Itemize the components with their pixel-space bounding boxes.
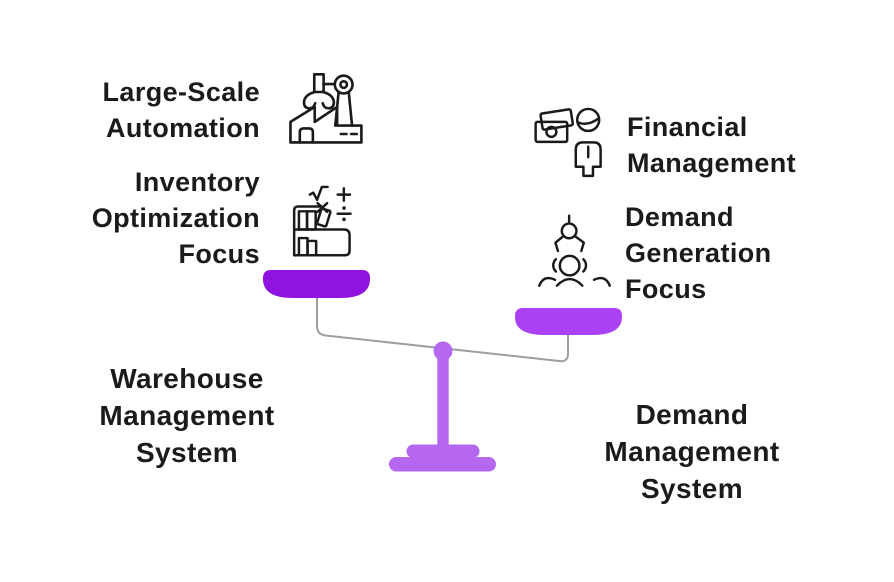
feature-line: Optimization bbox=[91, 203, 260, 233]
feature-line: Focus bbox=[625, 274, 707, 304]
system-line: System bbox=[640, 473, 743, 504]
feature-label-large-scale-automation: Large-Scale Automation bbox=[0, 74, 260, 146]
inventory-shelf-calculation-icon bbox=[276, 173, 362, 263]
system-line: Management bbox=[99, 400, 275, 431]
feature-line: Generation bbox=[625, 238, 772, 268]
feature-line: Financial bbox=[627, 112, 748, 142]
feature-label-inventory-optimization-focus: Inventory Optimization Focus bbox=[0, 164, 260, 272]
right-scale-pan bbox=[515, 308, 622, 335]
feature-line: Inventory bbox=[134, 167, 260, 197]
system-label-demand-management-system: Demand Management System bbox=[542, 396, 842, 507]
claw-crowd-icon bbox=[531, 205, 619, 293]
left-scale-pan bbox=[263, 270, 370, 298]
scale-pivot bbox=[433, 341, 453, 361]
system-line: System bbox=[135, 437, 238, 468]
robotic-arm-factory-icon bbox=[283, 61, 367, 151]
feature-line: Automation bbox=[106, 113, 260, 143]
money-person-icon bbox=[526, 97, 616, 183]
feature-line: Focus bbox=[178, 239, 260, 269]
feature-line: Management bbox=[627, 148, 797, 178]
scale-pole bbox=[437, 354, 449, 451]
feature-line: Demand bbox=[625, 202, 734, 232]
system-line: Demand bbox=[635, 399, 749, 430]
system-line: Management bbox=[604, 436, 780, 467]
system-line: Warehouse bbox=[110, 363, 264, 394]
feature-label-demand-generation-focus: Demand Generation Focus bbox=[625, 199, 885, 307]
scale-base-lower bbox=[389, 457, 496, 472]
feature-label-financial-management: Financial Management bbox=[627, 109, 887, 181]
feature-line: Large-Scale bbox=[102, 77, 260, 107]
system-label-warehouse-management-system: Warehouse Management System bbox=[37, 360, 337, 471]
scale-base-upper bbox=[406, 444, 480, 458]
